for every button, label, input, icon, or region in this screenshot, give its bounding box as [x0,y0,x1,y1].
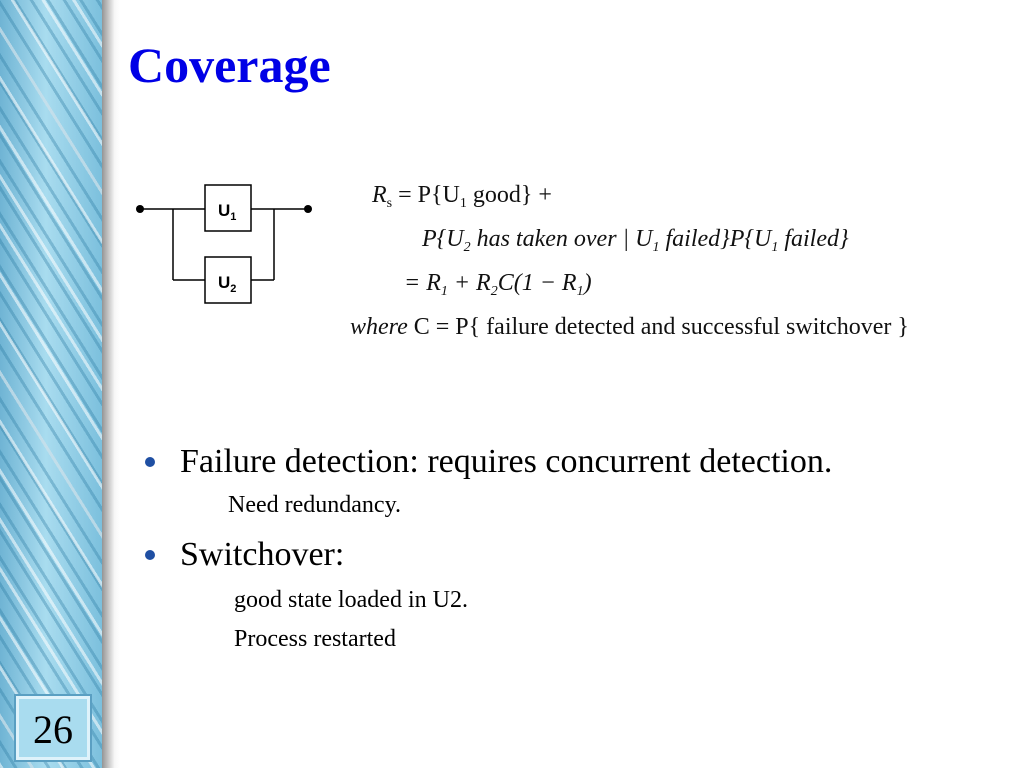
slide-title: Coverage [128,37,331,93]
parallel-units-diagram: U1 U2 [136,184,312,304]
unit-2-label: U2 [218,273,236,295]
equation-line-4: where C = P{ failure detected and succes… [350,314,909,340]
page-number-box: 26 [14,694,92,762]
right-terminal [304,205,312,213]
sidebar-shadow [102,0,120,768]
left-terminal [136,205,144,213]
unit-2-box [204,256,252,304]
equation-line-2: P{U2 has taken over | U1 failed}P{U1 fai… [422,226,849,255]
unit-1-label: U1 [218,201,236,223]
bullet-subtext: Process restarted [234,626,396,652]
bullet-text: Switchover: [180,536,345,573]
bullet-item: Failure detection: requires concurrent d… [145,442,832,482]
decorative-sidebar [0,0,102,768]
bullet-item: Switchover: [145,535,344,575]
equation-line-3: = R1 + R2C(1 − R1) [404,270,592,299]
equation-line-1: Rs = P{U1 good} + [372,182,552,211]
bullet-subtext: Need redundancy. [228,492,402,518]
bullet-text: Failure detection: requires concurrent d… [180,443,833,480]
bullet-dot [145,457,155,467]
unit-1-box [204,184,252,232]
bullet-subtext: good state loaded in U2. [234,587,468,613]
bullet-dot [145,550,155,560]
page-number: 26 [33,707,73,752]
